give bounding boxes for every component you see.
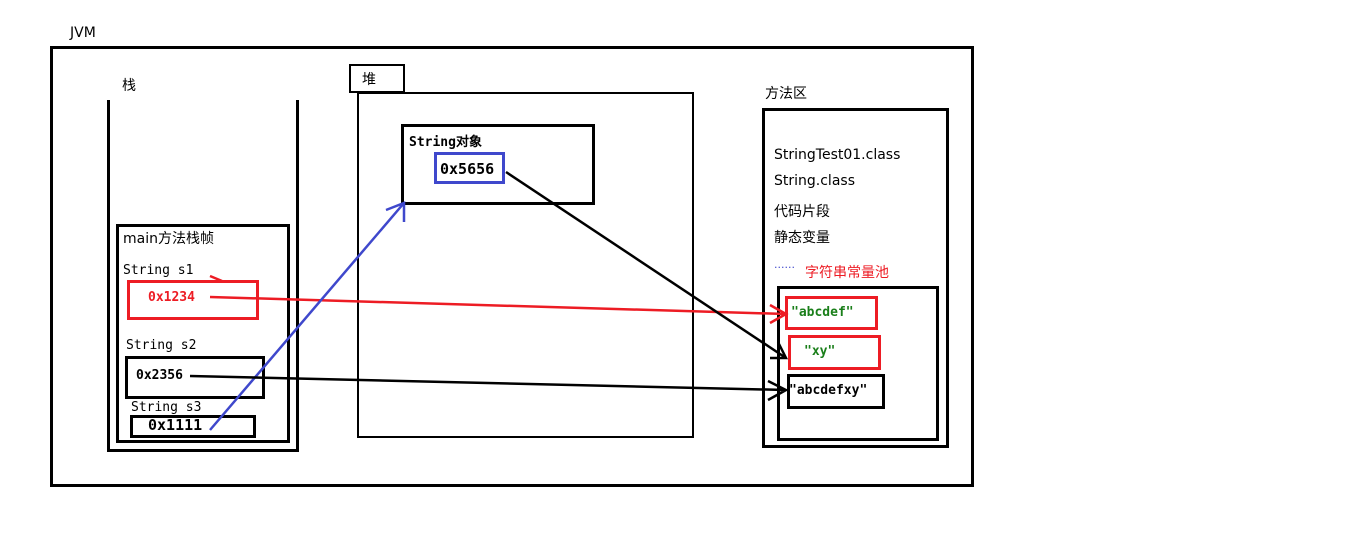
var-s2-label: String s2 bbox=[126, 338, 197, 353]
s1-tick bbox=[209, 274, 223, 283]
pool-entry-text: "abcdefxy" bbox=[789, 383, 868, 398]
frame-label: main方法栈帧 bbox=[123, 231, 214, 247]
string-object-value-box bbox=[434, 152, 505, 184]
pool-entry-abcdefxy bbox=[787, 374, 885, 409]
arrow-heap-to-xy bbox=[505, 170, 789, 360]
string-pool-label: 字符串常量池 bbox=[805, 265, 889, 281]
heap-area bbox=[357, 92, 694, 438]
var-s1-box bbox=[127, 280, 259, 320]
arrow-s1-to-abcdef bbox=[209, 295, 789, 325]
method-item: 代码片段 bbox=[774, 204, 830, 220]
pool-entry-text: "abcdef" bbox=[791, 305, 854, 320]
var-s3-label: String s3 bbox=[131, 400, 202, 415]
main-stack-frame bbox=[116, 224, 290, 443]
method-item: 静态变量 bbox=[774, 230, 830, 246]
jvm-label: JVM bbox=[70, 25, 96, 41]
var-s1-label: String s1 bbox=[123, 263, 194, 278]
var-s1-value: 0x1234 bbox=[148, 290, 195, 305]
string-object-box bbox=[401, 124, 595, 205]
string-object-value: 0x5656 bbox=[440, 160, 495, 178]
jvm-box bbox=[50, 46, 974, 487]
method-item: StringTest01.class bbox=[774, 147, 901, 163]
var-s2-value: 0x2356 bbox=[136, 368, 183, 383]
ellipsis: ...... bbox=[774, 258, 795, 271]
pool-entry-text: "xy" bbox=[804, 344, 836, 359]
arrow-s2-to-abcdefxy bbox=[189, 374, 789, 402]
method-area bbox=[762, 108, 949, 448]
string-object-label: String对象 bbox=[409, 135, 482, 150]
var-s3-value: 0x1111 bbox=[148, 416, 203, 434]
method-item: String.class bbox=[774, 173, 855, 189]
var-s3-box bbox=[130, 415, 256, 438]
string-pool bbox=[777, 286, 939, 441]
arrow-s3-to-heap-object bbox=[209, 201, 406, 431]
stack-area bbox=[107, 100, 299, 452]
pool-entry-xy bbox=[788, 335, 881, 370]
heap-label: 堆 bbox=[362, 72, 376, 88]
stack-label: 栈 bbox=[122, 78, 136, 94]
method-area-label: 方法区 bbox=[765, 86, 807, 102]
